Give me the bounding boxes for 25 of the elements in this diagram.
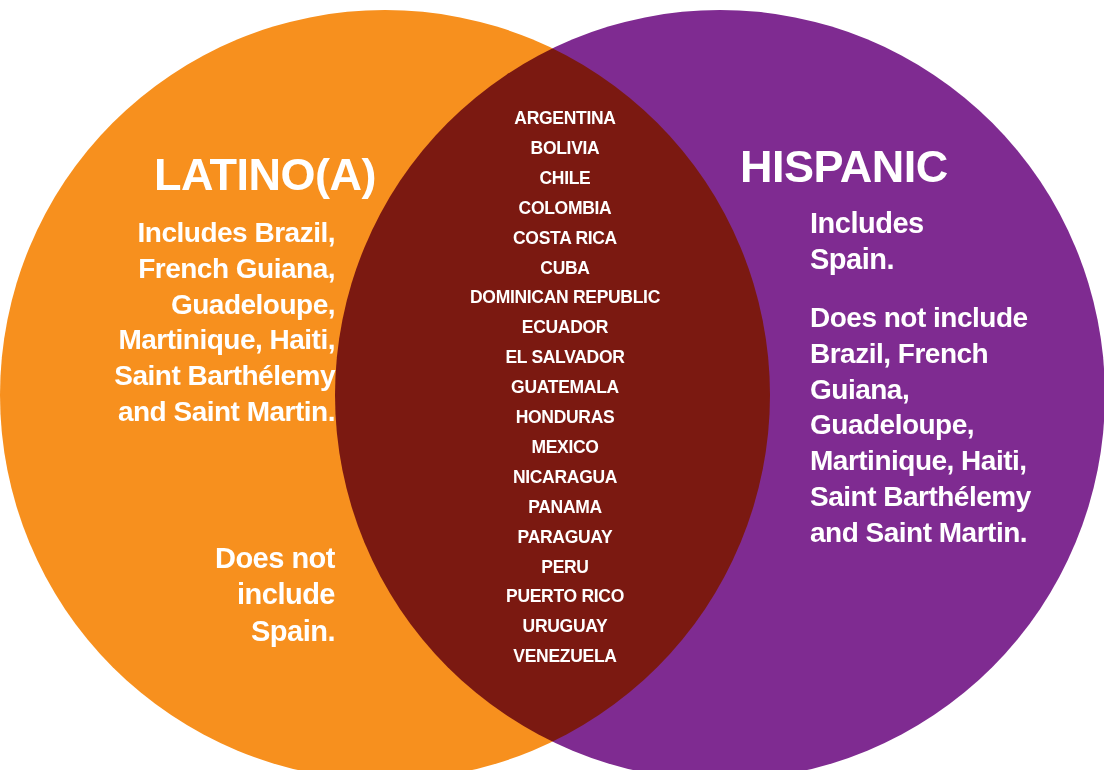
country-name: GUATEMALA <box>511 377 619 398</box>
country-name: CHILE <box>539 167 591 188</box>
country-name: VENEZUELA <box>513 646 617 667</box>
country-name: COLOMBIA <box>518 197 612 218</box>
country-name: ARGENTINA <box>514 108 616 128</box>
country-name: EL SALVADOR <box>505 347 625 368</box>
country-name: MEXICO <box>531 436 599 457</box>
country-name: CUBA <box>540 257 590 278</box>
excludes-text: Does not include Spain. <box>213 541 335 649</box>
country-name: PERU <box>541 556 589 577</box>
country-name: NICARAGUA <box>512 466 618 487</box>
country-name: DOMINICAN REPUBLIC <box>470 287 660 308</box>
country-name: HONDURAS <box>515 407 615 427</box>
includes-text: Includes Spain. <box>810 206 925 278</box>
country-name: BOLIVIA <box>530 137 600 158</box>
country-name: COSTA RICA <box>513 227 617 248</box>
country-name: PARAGUAY <box>517 526 613 547</box>
circle-heading: HISPANIC <box>740 142 949 192</box>
country-name: PANAMA <box>528 496 602 517</box>
country-name: URUGUAY <box>522 616 608 637</box>
includes-text: Includes Brazil, French Guiana, Guadeloupe, Martinique, Haiti, Saint Barthélemy and Saint Martin. <box>113 216 335 430</box>
country-name: ECUADOR <box>521 317 609 338</box>
excludes-text: Does not include Brazil, French Guiana, Guadeloupe, Martinique, Haiti, Saint Barthélemy and Saint Martin. <box>810 301 1032 550</box>
circle-heading: LATINO(A) <box>152 150 378 200</box>
country-name: PUERTO RICO <box>506 586 624 607</box>
